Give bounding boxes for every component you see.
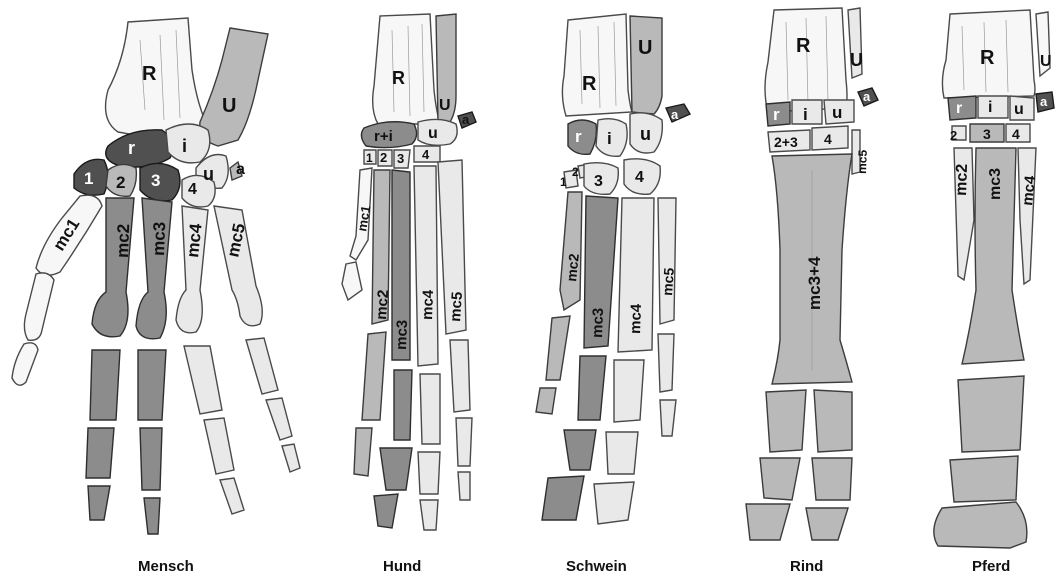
schwein-radius bbox=[562, 14, 632, 116]
pferd-label-r: r bbox=[956, 100, 962, 117]
schwein-carpal-r bbox=[568, 120, 596, 154]
schwein-label-3: 3 bbox=[594, 173, 603, 190]
panel-pferd: R U r i u a 2 3 4 mc2 mc3 mc4 Pferd bbox=[934, 10, 1054, 575]
mensch-thumb-phalanges bbox=[12, 273, 54, 385]
hund-label-3: 3 bbox=[397, 151, 404, 166]
rind-label-mc34: mc3+4 bbox=[805, 256, 824, 310]
mensch-ulna bbox=[200, 28, 268, 146]
schwein-label-a: a bbox=[671, 107, 679, 122]
mensch-label-3: 3 bbox=[151, 171, 160, 190]
rind-label-a: a bbox=[863, 89, 871, 104]
hund-label-a: a bbox=[462, 112, 470, 127]
mensch-carpal-i bbox=[166, 124, 210, 163]
hund-label-U: U bbox=[439, 97, 451, 114]
pferd-label-u: u bbox=[1014, 101, 1024, 118]
mensch-label-mc4: mc4 bbox=[183, 222, 206, 258]
rind-label-4: 4 bbox=[824, 131, 832, 147]
caption-mensch: Mensch bbox=[138, 558, 194, 575]
mensch-label-1: 1 bbox=[84, 169, 93, 188]
caption-rind: Rind bbox=[790, 558, 823, 575]
mensch-carpal-r bbox=[106, 130, 173, 167]
schwein-label-4: 4 bbox=[635, 169, 644, 186]
pferd-label-a: a bbox=[1040, 94, 1048, 109]
schwein-label-U: U bbox=[638, 37, 652, 59]
mensch-label-2: 2 bbox=[116, 173, 125, 192]
panel-mensch: R U r i u a 1 2 3 4 mc1 mc2 mc3 mc4 mc5 … bbox=[12, 18, 300, 575]
mensch-label-4: 4 bbox=[188, 181, 197, 198]
hund-label-mc5: mc5 bbox=[447, 291, 466, 322]
pferd-carpal-i bbox=[978, 96, 1008, 118]
schwein-label-mc2: mc2 bbox=[563, 253, 582, 283]
schwein-label-r: r bbox=[575, 127, 582, 146]
pferd-label-mc4: mc4 bbox=[1019, 174, 1039, 206]
hund-label-mc3: mc3 bbox=[393, 320, 411, 351]
rind-label-mc5: mc5 bbox=[855, 149, 870, 174]
caption-hund: Hund bbox=[383, 558, 421, 575]
schwein-mc2 bbox=[560, 192, 582, 310]
pferd-label-2: 2 bbox=[950, 128, 957, 143]
hund-label-ri: r+i bbox=[374, 128, 393, 145]
mensch-label-r-radius: R bbox=[142, 63, 157, 85]
mensch-mc2 bbox=[92, 198, 134, 337]
pferd-label-3: 3 bbox=[983, 126, 991, 142]
panel-rind: R U r i u a 2+3 4 mc5 mc3+4 Rind bbox=[746, 8, 878, 575]
hund-label-mc2: mc2 bbox=[373, 289, 392, 320]
hund-label-mc4: mc4 bbox=[419, 289, 437, 320]
rind-label-i: i bbox=[803, 105, 808, 124]
rind-label-u: u bbox=[832, 103, 842, 122]
schwein-label-R: R bbox=[582, 73, 597, 95]
hund-label-4: 4 bbox=[422, 147, 430, 162]
schwein-ulna bbox=[630, 16, 662, 114]
mensch-radius bbox=[106, 18, 210, 140]
pferd-mc4 bbox=[1018, 148, 1036, 284]
mensch-label-mc2: mc2 bbox=[113, 223, 133, 258]
schwein-mc5 bbox=[658, 198, 676, 324]
hund-label-2: 2 bbox=[380, 150, 387, 165]
hund-radius bbox=[373, 14, 440, 124]
schwein-label-mc3: mc3 bbox=[589, 308, 607, 339]
panel-schwein: R U a r i u 1 2 3 4 mc2 mc3 mc4 mc5 Schw… bbox=[536, 14, 690, 575]
pferd-label-i: i bbox=[988, 99, 992, 116]
schwein-label-u: u bbox=[640, 124, 651, 144]
schwein-label-mc5: mc5 bbox=[659, 267, 677, 296]
mensch-label-i: i bbox=[182, 136, 187, 156]
schwein-label-1: 1 bbox=[560, 175, 567, 189]
schwein-label-i: i bbox=[607, 129, 612, 148]
mensch-label-r: r bbox=[128, 138, 135, 158]
rind-label-U: U bbox=[850, 50, 863, 70]
hund-label-mc1: mc1 bbox=[354, 204, 373, 232]
mensch-label-u-ulna: U bbox=[222, 95, 236, 117]
hund-label-u: u bbox=[428, 125, 438, 142]
caption-pferd: Pferd bbox=[972, 558, 1010, 575]
pferd-hoof bbox=[934, 502, 1027, 548]
hund-label-1: 1 bbox=[366, 151, 373, 165]
pferd-label-mc3: mc3 bbox=[987, 168, 1004, 200]
panel-hund: R U r+i u a 1 2 3 4 mc1 mc2 mc3 mc4 mc5 … bbox=[342, 14, 476, 575]
schwein-label-mc4: mc4 bbox=[627, 303, 645, 334]
hund-label-R: R bbox=[392, 68, 405, 88]
rind-label-23: 2+3 bbox=[774, 134, 798, 150]
pferd-label-mc2: mc2 bbox=[953, 163, 971, 196]
hund-mc4 bbox=[414, 166, 438, 366]
mensch-label-mc3: mc3 bbox=[149, 221, 169, 256]
pferd-label-U: U bbox=[1040, 53, 1052, 70]
pferd-label-R: R bbox=[980, 47, 995, 69]
caption-schwein: Schwein bbox=[566, 558, 627, 575]
schwein-label-2: 2 bbox=[572, 165, 579, 179]
rind-label-r: r bbox=[773, 105, 780, 124]
mensch-label-a: a bbox=[236, 161, 245, 178]
mensch-mc3 bbox=[136, 198, 172, 339]
mensch-label-u: u bbox=[203, 164, 214, 184]
rind-label-R: R bbox=[796, 35, 811, 57]
pferd-label-4: 4 bbox=[1012, 126, 1020, 142]
